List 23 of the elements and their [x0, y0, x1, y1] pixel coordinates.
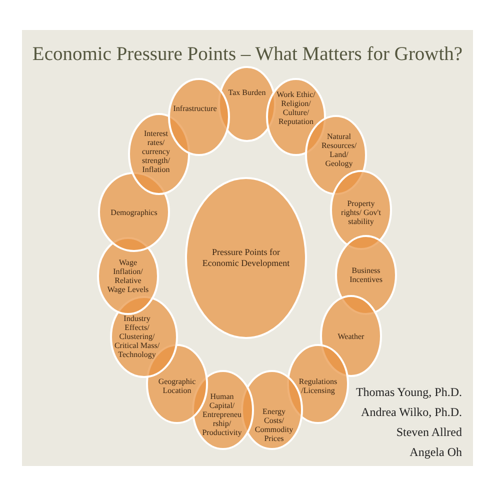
topic-label: Human Capital/ Entrepreneurship/ Productivity	[202, 392, 242, 437]
topic-label: Regulations /Licensing	[298, 377, 338, 395]
author-name: Angela Oh	[410, 444, 462, 461]
topic-label: Infrastructure	[173, 104, 217, 113]
topic-label: Wage Inflation/ Relative Wage Levels	[106, 258, 150, 294]
topic-label: Property rights/ Gov't stability	[341, 198, 381, 226]
slide-title: Economic Pressure Points – What Matters for Growth?	[32, 43, 463, 66]
author-name: Andrea Wilko, Ph.D.	[361, 404, 462, 421]
center-bubble	[185, 177, 307, 339]
author-name: Thomas Young, Ph.D.	[356, 384, 462, 401]
topic-label: Energy Costs/ Commodity Prices	[254, 407, 294, 443]
topic-label: Natural Resources/ Land/ Geology	[320, 132, 358, 168]
topic-label: Industry Effects/ Clustering/ Critical Mass/ Technology	[113, 314, 161, 358]
topic-label: Geographic Location	[157, 377, 197, 395]
topic-label: Tax Burden	[228, 88, 266, 96]
topic-label: Demographics	[110, 208, 158, 216]
center-label: Pressure Points for Economic Development	[201, 247, 291, 269]
topic-label: Business Incentives	[348, 266, 384, 284]
author-name: Steven Allred	[396, 424, 462, 441]
topic-bubble	[168, 78, 230, 156]
topic-label: Work Ethic/ Religion/ Culture/ Reputation	[276, 90, 316, 126]
topic-label: Weather	[338, 332, 364, 340]
topic-label: Interest rates/ currency strength/ Inflation	[141, 128, 171, 174]
